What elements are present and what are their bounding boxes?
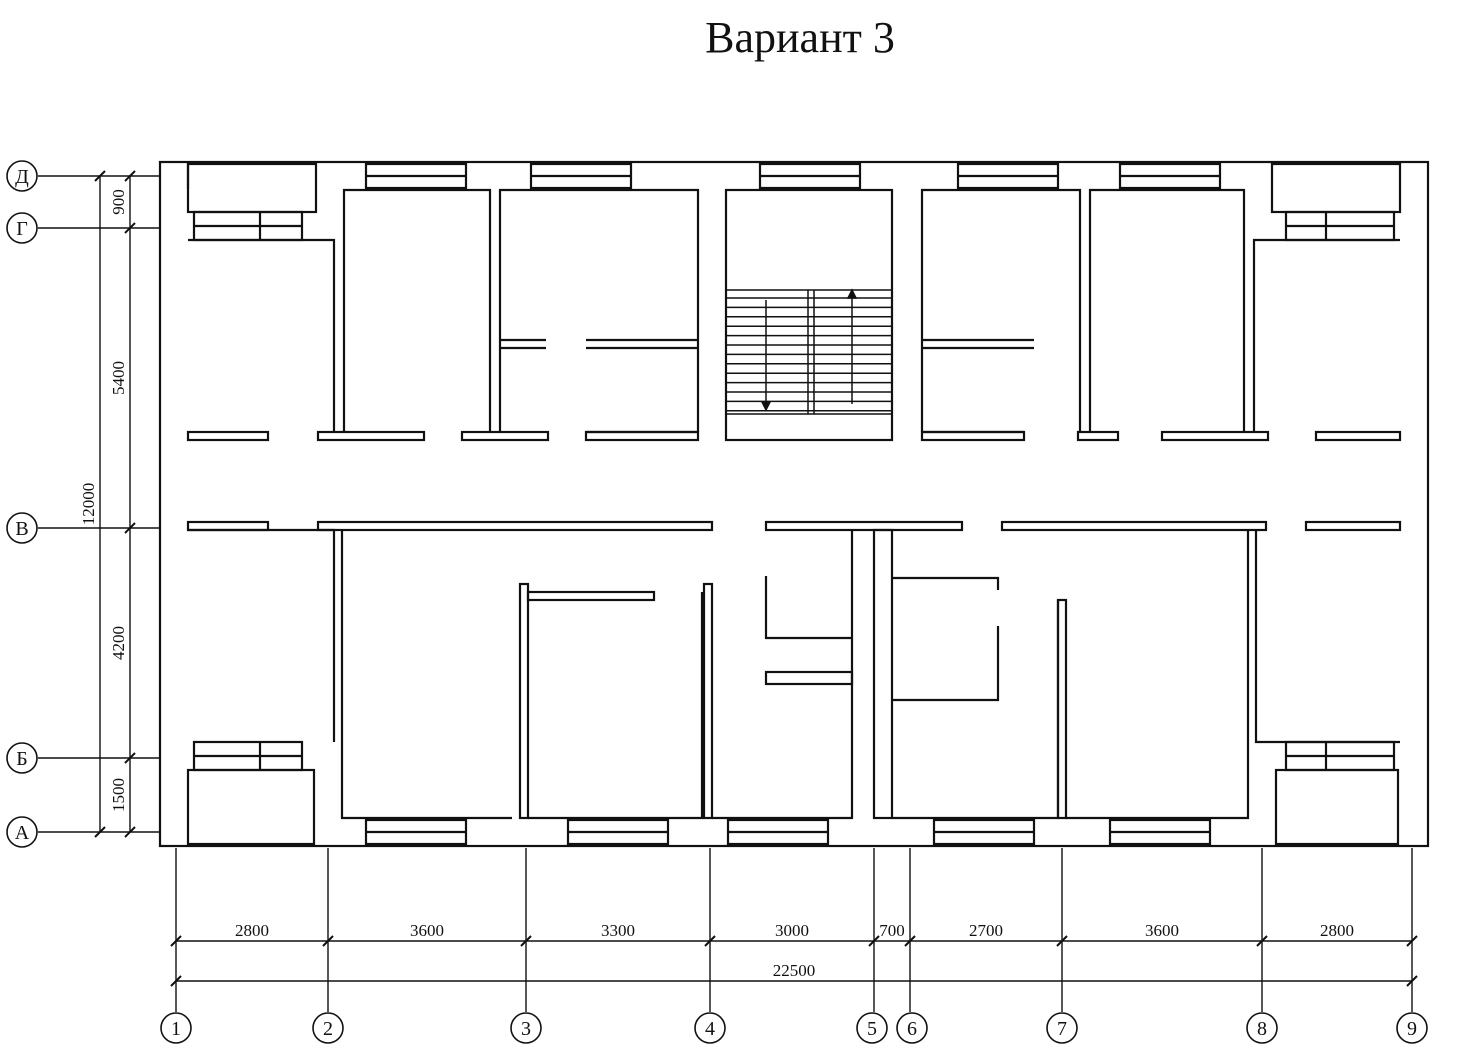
dimension-tick — [1056, 935, 1068, 947]
dimension-tick — [124, 826, 136, 838]
column-axis-label: 7 — [1057, 1018, 1067, 1040]
horizontal-dimension-value: 3600 — [410, 921, 444, 940]
row-axis-label: Б — [16, 748, 27, 770]
dimension-tick — [124, 170, 136, 182]
row-axis-marker: В — [6, 512, 38, 544]
horizontal-dimension-value: 3600 — [1145, 921, 1179, 940]
dimension-tick — [868, 935, 880, 947]
dimension-tick — [124, 752, 136, 764]
drawing-title: Вариант 3 — [705, 13, 895, 62]
horizontal-dimension-total: 22500 — [773, 961, 816, 980]
corner-loggias — [186, 162, 1402, 846]
column-axis-label: 6 — [907, 1018, 917, 1040]
column-axis-label: 2 — [323, 1018, 333, 1040]
walls — [158, 160, 1430, 848]
dimension-tick — [1406, 975, 1418, 987]
row-axis-label: Г — [16, 218, 28, 240]
column-axis-marker: 7 — [1046, 1012, 1078, 1044]
dimension-tick — [1256, 935, 1268, 947]
dimension-tick — [94, 826, 106, 838]
column-axis-label: 3 — [521, 1018, 531, 1040]
vertical-dimension-total: 12000 — [79, 483, 98, 526]
horizontal-dimension-value: 2700 — [969, 921, 1003, 940]
row-axis-label: Д — [15, 166, 29, 188]
vertical-dimension-value: 1500 — [109, 778, 128, 812]
column-axis-marker: 6 — [896, 1012, 928, 1044]
row-axis-label: В — [15, 518, 28, 540]
bottom-windows — [364, 818, 1212, 846]
row-axis-marker: Г — [6, 212, 38, 244]
horizontal-dimension-value: 2800 — [235, 921, 269, 940]
column-axis-marker: 9 — [1396, 1012, 1428, 1044]
horizontal-dimension-value: 700 — [879, 921, 905, 940]
dimension-tick — [124, 522, 136, 534]
dimension-tick — [904, 935, 916, 947]
vertical-dimension-value: 900 — [109, 189, 128, 215]
horizontal-dimension-value: 3000 — [775, 921, 809, 940]
horizontal-dimension-value: 2800 — [1320, 921, 1354, 940]
row-axis-marker: А — [6, 816, 38, 848]
vertical-dimension-value: 5400 — [109, 361, 128, 395]
horizontal-dimension-value: 3300 — [601, 921, 635, 940]
top-windows — [364, 162, 1222, 190]
column-axis-label: 9 — [1407, 1018, 1417, 1040]
column-axis-label: 1 — [171, 1018, 181, 1040]
staircase — [726, 288, 892, 415]
column-axis-marker: 1 — [160, 1012, 192, 1044]
inner-outline-helper — [188, 189, 1400, 819]
column-axis-marker: 4 — [694, 1012, 726, 1044]
column-axis-label: 4 — [705, 1018, 715, 1040]
column-axis-marker: 3 — [510, 1012, 542, 1044]
column-axis-marker: 2 — [312, 1012, 344, 1044]
dimension-lines — [38, 170, 1418, 1012]
dimension-tick — [170, 935, 182, 947]
vertical-dimension-value: 4200 — [109, 626, 128, 660]
corridor-walls — [186, 430, 1402, 532]
dimension-tick — [170, 975, 182, 987]
row-axis-marker: Б — [6, 742, 38, 774]
column-axis-label: 5 — [867, 1018, 877, 1040]
column-axis-marker: 5 — [856, 1012, 888, 1044]
column-axis-label: 8 — [1257, 1018, 1267, 1040]
dimension-tick — [124, 222, 136, 234]
lower-rooms — [188, 528, 1400, 820]
dimension-tick — [1406, 935, 1418, 947]
dimension-tick — [94, 170, 106, 182]
outer-wall-outline — [158, 160, 1430, 848]
dimension-tick — [704, 935, 716, 947]
dimension-tick — [520, 935, 532, 947]
row-axis-label: А — [15, 822, 30, 844]
row-axis-marker: Д — [6, 160, 38, 192]
column-axis-marker: 8 — [1246, 1012, 1278, 1044]
upper-rooms — [188, 188, 1400, 442]
dimension-tick — [322, 935, 334, 947]
